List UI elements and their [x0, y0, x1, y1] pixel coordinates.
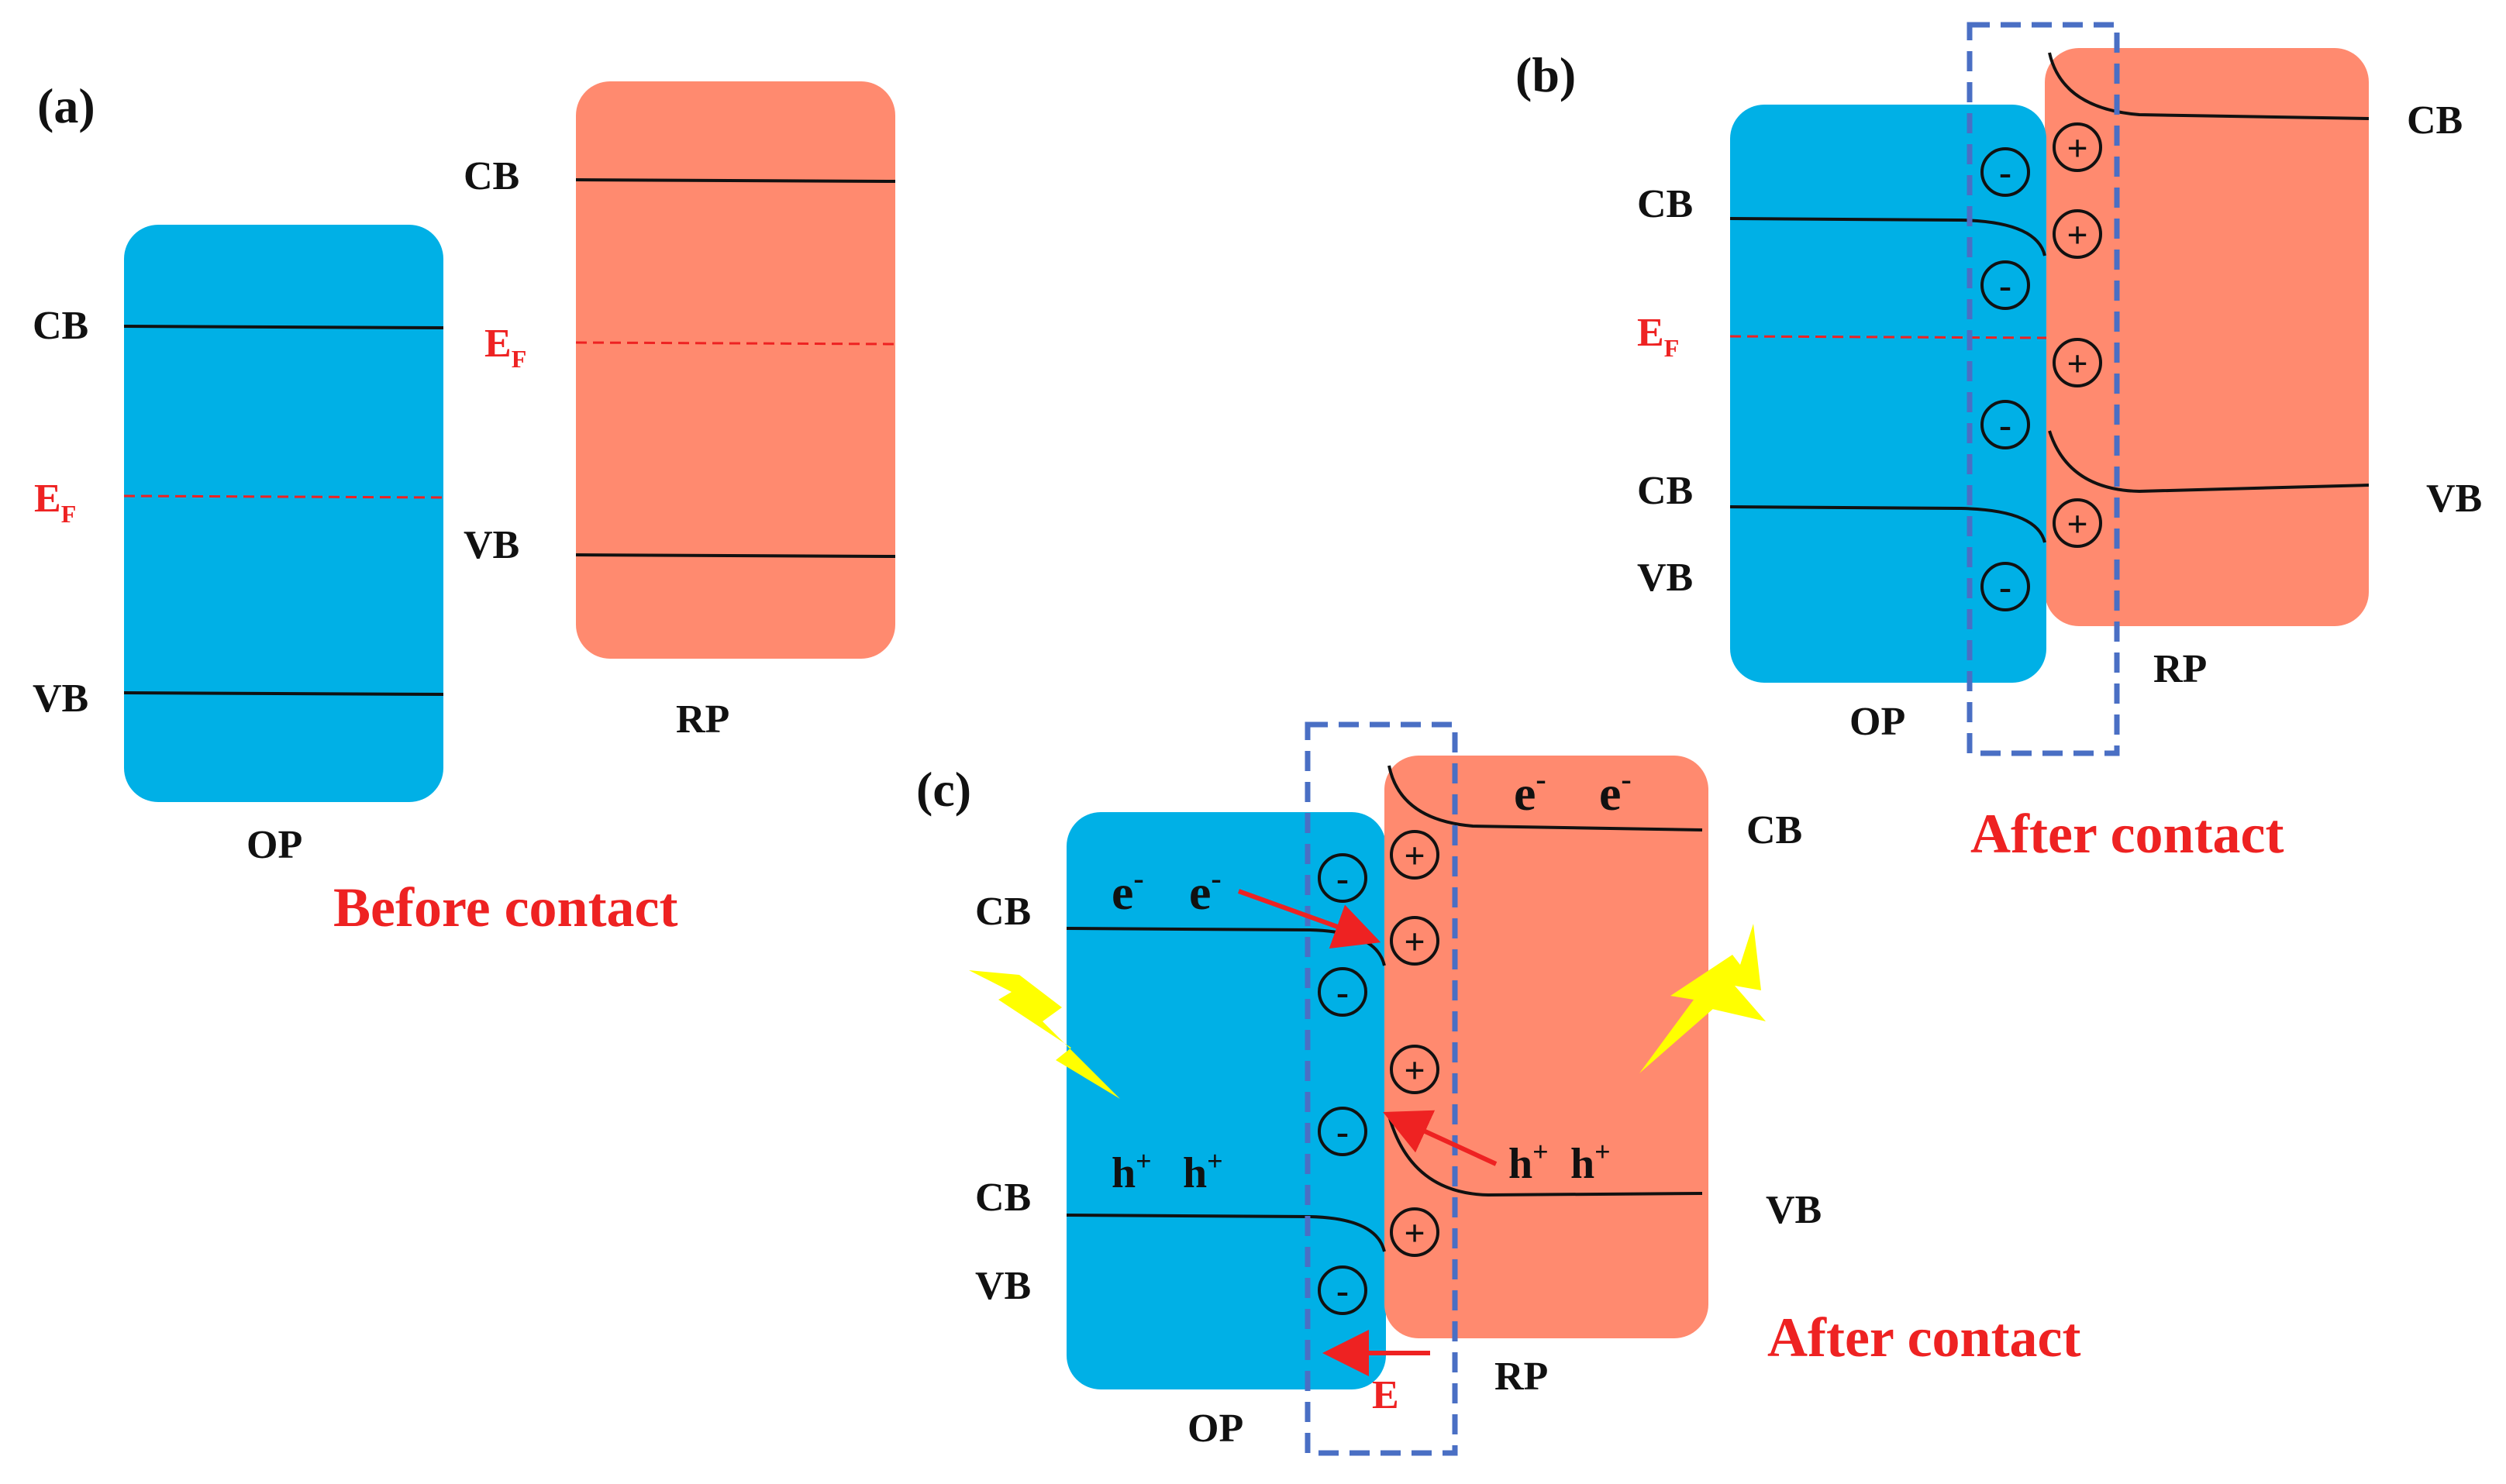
plus-charge: +	[2053, 338, 2102, 387]
hole-transfer-arrow	[1383, 1110, 1498, 1166]
hole-label: h+	[1112, 1145, 1152, 1197]
lightning-left-icon	[969, 970, 1120, 1099]
electron-label: e-	[1112, 861, 1144, 920]
rp-name-b: RP	[2153, 647, 2207, 691]
svg-text:+: +	[1404, 1050, 1425, 1091]
space-charge-box-c	[1305, 721, 1458, 1456]
electric-field-label: E	[1372, 1373, 1399, 1417]
panel-b-tag: (b)	[1515, 47, 1576, 102]
op-cb-label-a: CB	[33, 304, 88, 348]
op-vb-label-c: VB	[975, 1264, 1031, 1308]
op-vb-line-b	[1729, 505, 2046, 543]
op-vb-line-a	[123, 691, 444, 696]
svg-text:+: +	[2067, 343, 2087, 384]
hole-label: h+	[1183, 1145, 1223, 1197]
rp-vb-label-a: VB	[464, 523, 519, 567]
svg-text:-: -	[1336, 1270, 1349, 1311]
svg-text:-: -	[1999, 152, 2011, 193]
svg-text:-: -	[1999, 405, 2011, 446]
rp-name-a: RP	[676, 697, 729, 742]
rp-cb-line-b	[2048, 52, 2370, 120]
space-charge-box-b	[1967, 22, 2120, 756]
electron-label: e-	[1514, 762, 1546, 821]
svg-text:-: -	[1999, 265, 2011, 306]
op-name-b: OP	[1849, 700, 1905, 744]
rp-cb-line-a	[575, 178, 896, 183]
rp-fermi-line-a	[575, 341, 896, 346]
op-cb2-label-b: CB	[1637, 469, 1693, 513]
op-cb-line-a	[123, 325, 444, 329]
caption-a: Before contact	[333, 876, 678, 938]
plus-charge: +	[2053, 209, 2102, 259]
rp-ef-label-a: EF	[484, 322, 526, 373]
op-ef-label-a: EF	[34, 477, 76, 528]
svg-text:+: +	[2067, 128, 2087, 169]
svg-text:+: +	[1404, 921, 1425, 962]
panel-a-tag: (a)	[37, 78, 95, 133]
minus-charge: -	[1318, 853, 1367, 903]
op-name-a: OP	[246, 823, 302, 867]
op-cb1-label-c: CB	[975, 890, 1031, 934]
rp-vb-line-a	[575, 553, 896, 558]
panel-b: (b) CB EF CB VB OP CB VB RP After contac…	[1515, 22, 2482, 865]
minus-charge: -	[1980, 147, 2030, 197]
rp-cb-line-c	[1387, 765, 1703, 832]
rp-vb-line-b	[2048, 430, 2370, 494]
electron-transfer-arrow	[1237, 889, 1381, 949]
panel-c-tag: (c)	[916, 762, 971, 817]
svg-text:+: +	[1404, 835, 1425, 876]
plus-charge: +	[1390, 1207, 1439, 1257]
op-cb1-label-b: CB	[1637, 182, 1693, 226]
svg-text:-: -	[1999, 566, 2011, 608]
op-cb2-label-c: CB	[975, 1176, 1031, 1220]
hole-label: h+	[1570, 1136, 1611, 1188]
minus-charge: -	[1980, 400, 2030, 449]
minus-charge: -	[1980, 260, 2030, 310]
plus-charge: +	[1390, 1045, 1439, 1094]
panel-c: (c) e- e- e- e- h+ h+ h+ h+ E CB CB VB O…	[916, 721, 2080, 1456]
lightning-right-icon	[1639, 924, 1766, 1073]
rp-cb-label-a: CB	[464, 154, 519, 198]
panel-a: (a) CB EF VB OP CB EF VB RP Before conta…	[33, 78, 896, 938]
rp-block-a	[576, 81, 895, 659]
plus-charge: +	[2053, 122, 2102, 172]
op-name-c: OP	[1188, 1407, 1243, 1451]
svg-text:+: +	[2067, 215, 2087, 256]
rp-cb-label-c: CB	[1746, 808, 1802, 852]
minus-charge: -	[1980, 562, 2030, 611]
rp-block-b	[2045, 48, 2369, 626]
rp-cb-label-b: CB	[2407, 98, 2463, 143]
minus-charge: -	[1318, 967, 1367, 1017]
minus-charge: -	[1318, 1107, 1367, 1156]
op-fermi-line-a	[123, 494, 444, 499]
plus-charge: +	[1390, 830, 1439, 880]
caption-b: After contact	[1970, 803, 2284, 865]
op-block-a	[124, 225, 443, 802]
svg-text:-: -	[1336, 1111, 1349, 1152]
caption-c: After contact	[1767, 1307, 2080, 1369]
electron-label: e-	[1189, 861, 1222, 920]
electron-label: e-	[1599, 762, 1632, 821]
plus-charge: +	[2053, 498, 2102, 548]
op-vb-label-a: VB	[33, 677, 88, 721]
svg-text:-: -	[1336, 858, 1349, 899]
op-fermi-line-b	[1729, 335, 2047, 339]
minus-charge: -	[1318, 1265, 1367, 1315]
rp-name-c: RP	[1494, 1355, 1548, 1399]
svg-text:-: -	[1336, 972, 1349, 1013]
op-ef-label-b: EF	[1637, 311, 1679, 362]
hole-label: h+	[1508, 1136, 1549, 1188]
rp-vb-label-c: VB	[1766, 1188, 1822, 1232]
plus-charge: +	[1390, 916, 1439, 966]
rp-vb-label-b: VB	[2426, 477, 2482, 521]
op-vb-line-c	[1066, 1214, 1386, 1252]
svg-text:+: +	[1404, 1213, 1425, 1254]
op-vb-label-b: VB	[1637, 556, 1693, 600]
svg-text:+: +	[2067, 504, 2087, 545]
